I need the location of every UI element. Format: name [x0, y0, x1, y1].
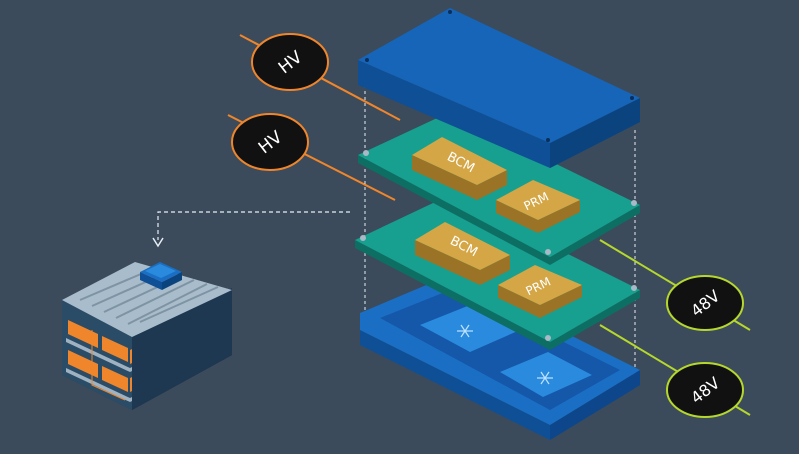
top-lid	[358, 8, 640, 168]
bcm-module-top: BCM	[412, 137, 507, 200]
prm-module-top: PRM	[496, 180, 580, 233]
snowflake-icon	[457, 324, 473, 338]
prm-module-bottom: PRM	[498, 265, 582, 318]
hv-badge-top: HV	[251, 33, 329, 91]
48v-badge-bottom: 48V	[666, 362, 744, 418]
assembly-guide-lines	[364, 85, 636, 400]
arrow-down-icon	[152, 211, 350, 248]
pcb-top: BCM PRM	[358, 112, 640, 265]
pcb-bottom: BCM PRM	[355, 195, 640, 350]
bcm-module-bottom: BCM	[415, 222, 510, 285]
hv-badge-bottom: HV	[231, 113, 309, 171]
snowflake-icon	[537, 371, 553, 385]
48v-badge-top: 48V	[666, 275, 744, 331]
assembled-module-illustration	[62, 262, 232, 410]
cooling-tray	[360, 275, 640, 440]
